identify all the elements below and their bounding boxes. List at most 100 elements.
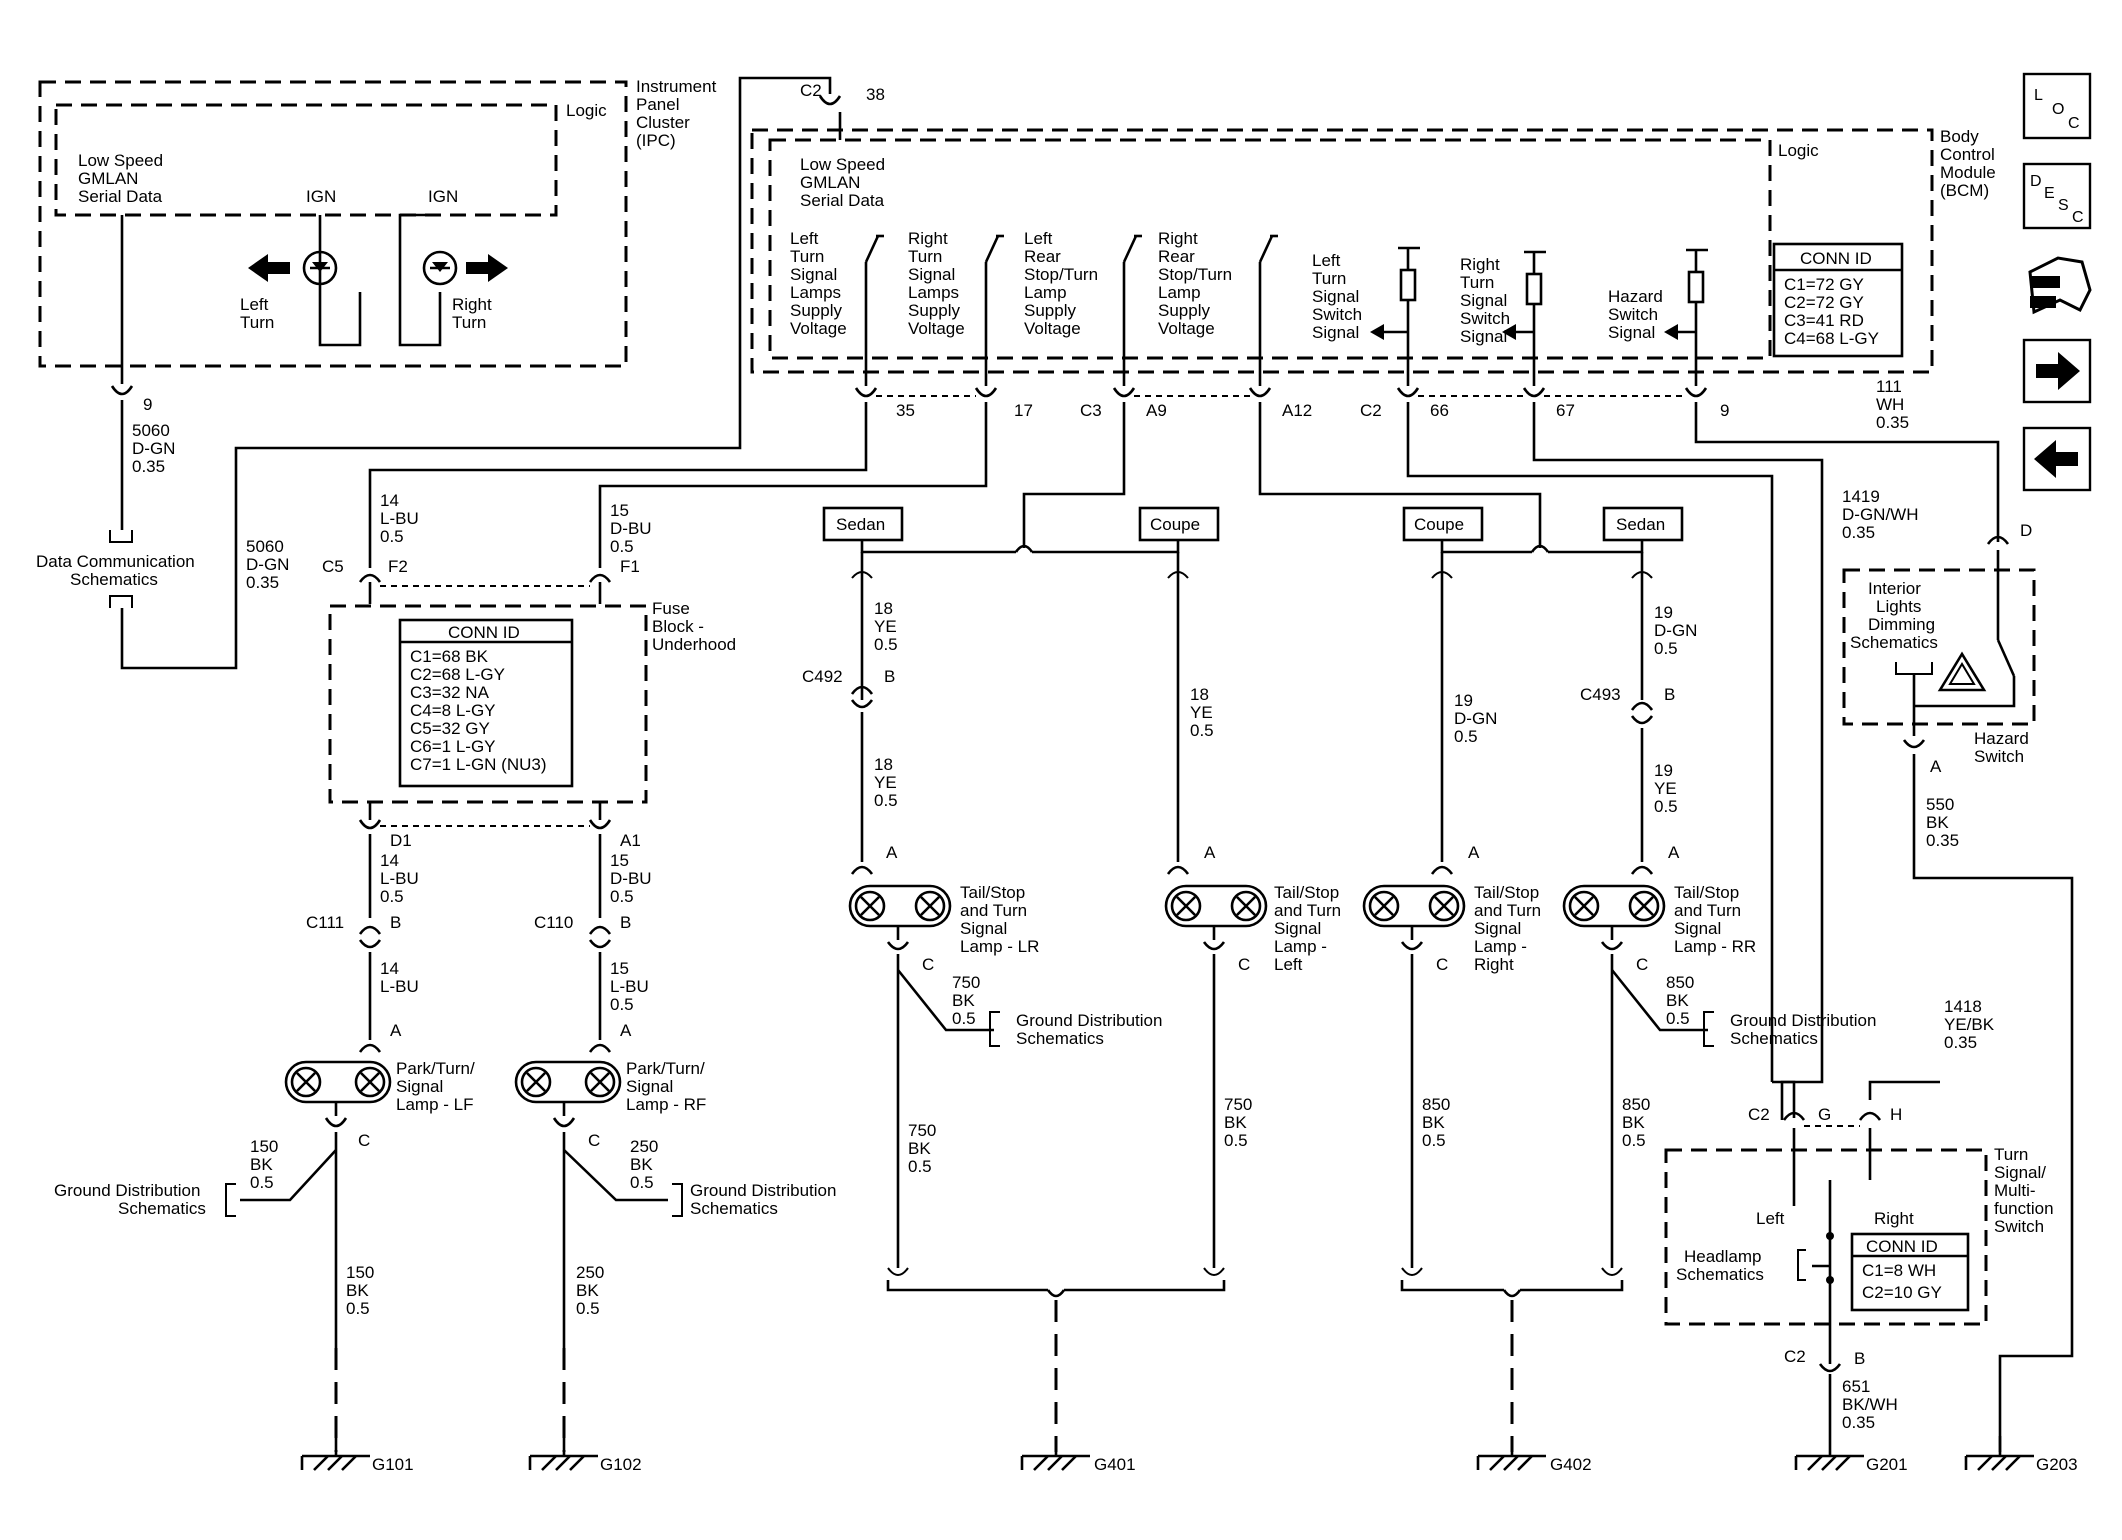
next-arrow-button[interactable] <box>2022 338 2092 404</box>
diagram-label: Schematics <box>1676 1265 1764 1284</box>
fuse-conn-c1: C1=68 BK <box>410 647 489 666</box>
diagram-label: Ground Distribution <box>54 1181 200 1200</box>
diagram-label: 651 <box>1842 1377 1870 1396</box>
loc-letter-l: L <box>2034 87 2043 104</box>
bcm-pin-35: 35 <box>896 401 915 420</box>
diagram-label: Lamps <box>908 283 959 302</box>
wire-5060b-line3: 0.35 <box>246 573 279 592</box>
fuse-conn-c7: C7=1 L-GN (NU3) <box>410 755 547 774</box>
diagram-label: and Turn <box>1274 901 1341 920</box>
bcm-conn-id-table: CONN ID C1=72 GY C2=72 GY C3=41 RD C4=68… <box>1772 242 1904 358</box>
diagram-label: 0.5 <box>610 995 634 1014</box>
fuse-conn-c2: C2=68 L-GY <box>410 665 505 684</box>
diagram-label: Tail/Stop <box>1474 883 1539 902</box>
ground-g101: G101 <box>300 1436 414 1474</box>
diagram-label: BK <box>576 1281 599 1300</box>
wire-1419-line1: 1419 <box>1842 487 1880 506</box>
diagram-label: 750 <box>952 973 980 992</box>
diagram-label: A <box>1204 843 1216 862</box>
ground-label-g102: G102 <box>600 1455 642 1474</box>
ipc-gmlan-line1: Low Speed <box>78 151 163 170</box>
diagram-label: 150 <box>250 1137 278 1156</box>
left-arrow-indicator-icon <box>248 254 290 282</box>
ground-g102: G102 <box>528 1436 642 1474</box>
diagram-label: Headlamp <box>1684 1247 1762 1266</box>
diagram-label: C2=10 GY <box>1862 1283 1942 1302</box>
data-comm-line2: Schematics <box>70 570 158 589</box>
diagram-label: Signal/ <box>1994 1163 2046 1182</box>
diagram-label: Supply <box>1024 301 1076 320</box>
diagram-label: G <box>1818 1105 1831 1124</box>
location-button[interactable]: L O C <box>2022 72 2092 140</box>
diagram-label: Supply <box>908 301 960 320</box>
diagram-label: 15 <box>610 959 629 978</box>
diagram-label: C2 <box>1748 1105 1770 1124</box>
diagram-label: 0.5 <box>346 1299 370 1318</box>
diagram-label: D-GN <box>1654 621 1697 640</box>
left-arrow-icon <box>2034 440 2078 478</box>
diagram-label: Signal <box>1460 291 1507 310</box>
diagram-label: Left <box>1024 229 1053 248</box>
diagram-label: BK <box>1224 1113 1247 1132</box>
diagram-label: Lamp - LF <box>396 1095 473 1114</box>
diagram-label: D <box>2020 521 2032 540</box>
conn-c110: C110 <box>534 913 573 932</box>
ground-g401: G401 <box>1020 1436 1136 1474</box>
diagram-label: Signal <box>790 265 837 284</box>
diagram-label: Lamp - LR <box>960 937 1039 956</box>
diagram-label: 0.5 <box>1654 797 1678 816</box>
front-lamp-circuits: 14L-BU0.5 15D-BU0.5 C111 C110 B B 14L-BU… <box>54 834 836 1452</box>
diagram-label: Right <box>1874 1209 1914 1228</box>
ipc-ign1-label: IGN <box>306 187 336 206</box>
diagram-label: YE <box>1190 703 1213 722</box>
ipc-name-line2: Panel <box>636 95 679 114</box>
description-button[interactable]: D E S C <box>2022 162 2092 230</box>
diagram-label: L-BU <box>610 977 649 996</box>
bcm-conn-c2: C2=72 GY <box>1784 293 1864 312</box>
connector-view-icon[interactable] <box>2028 256 2092 315</box>
desc-letter-c: C <box>2072 209 2084 226</box>
lamp-right-icon <box>1362 884 1466 928</box>
diagram-label: and Turn <box>960 901 1027 920</box>
ground-g203: G203 <box>1964 1436 2078 1474</box>
ipc-right-turn-line2: Turn <box>452 313 486 332</box>
wire-5060b-line2: D-GN <box>246 555 289 574</box>
ipc-logic-label: Logic <box>566 101 607 120</box>
diagram-label: 150 <box>346 1263 374 1282</box>
bcm-conn-c2: C2 <box>1360 401 1382 420</box>
diagram-label: Turn <box>908 247 942 266</box>
diagram-label: BK <box>1666 991 1689 1010</box>
diagram-label: 0.35 <box>1842 1413 1875 1432</box>
diagram-label: Signal <box>1474 919 1521 938</box>
diagram-label: C <box>922 955 934 974</box>
diagram-label: 0.5 <box>1622 1131 1646 1150</box>
wire-15a-line3: 0.5 <box>610 537 634 556</box>
diagram-label: Tail/Stop <box>1274 883 1339 902</box>
option-coupe-1: Coupe <box>1150 515 1200 534</box>
previous-arrow-button[interactable] <box>2022 426 2092 492</box>
bcm-pin-9: 9 <box>1720 401 1729 420</box>
diagram-label: Switch <box>1312 305 1362 324</box>
diagram-label: 0.5 <box>610 887 634 906</box>
diagram-label: Supply <box>1158 301 1210 320</box>
diagram-label: YE <box>874 617 897 636</box>
diagram-label: Dimming <box>1868 615 1935 634</box>
diagram-label: Lamp <box>1024 283 1067 302</box>
desc-letter-d: D <box>2030 173 2042 190</box>
diagram-label: 850 <box>1622 1095 1650 1114</box>
diagram-label: A <box>1668 843 1680 862</box>
diagram-label: Ground Distribution <box>1730 1011 1876 1030</box>
diagram-label: Signal <box>1312 323 1359 342</box>
diagram-label: Left <box>1756 1209 1785 1228</box>
diagram-label: 14 <box>380 959 399 978</box>
desc-letter-e: E <box>2044 185 2055 202</box>
diagram-label: Multi- <box>1994 1181 2036 1200</box>
bcm-gmlan-line2: GMLAN <box>800 173 860 192</box>
ground-g402: G402 <box>1476 1436 1592 1474</box>
diagram-label: Interior <box>1868 579 1921 598</box>
diagram-label: 0.5 <box>250 1173 274 1192</box>
